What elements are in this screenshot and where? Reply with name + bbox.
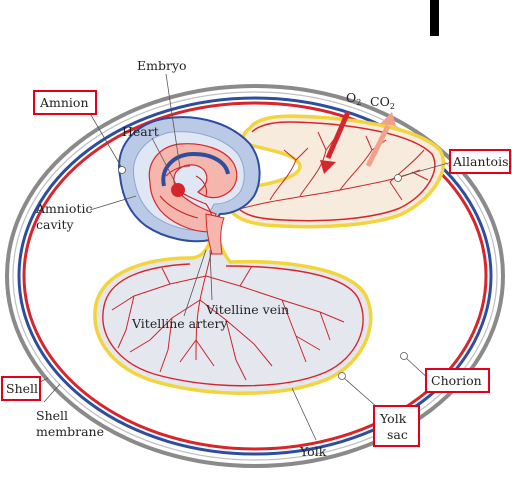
- co2-arrowhead: [380, 112, 396, 126]
- leader-embryo: [165, 73, 181, 169]
- label-vitelline-artery: Vitelline artery: [131, 316, 228, 331]
- label-shell-membrane-line2: membrane: [36, 424, 104, 439]
- highlight-box-allantois: [449, 149, 511, 174]
- leader-yolk-sac: [343, 377, 379, 409]
- leader-shell-membrane: [43, 383, 61, 403]
- label-o2: O2: [346, 90, 361, 107]
- embryo-body: [148, 143, 238, 233]
- leader-amnion: [87, 109, 123, 169]
- label-yolk-sac-line1: Yolk: [379, 411, 407, 426]
- leader-allantois: [401, 161, 453, 177]
- marker-chorion: [400, 352, 408, 360]
- shell-inner-line: [12, 91, 498, 461]
- highlight-box-amnion: [33, 90, 97, 115]
- co2-arrow: [365, 124, 391, 168]
- highlight-box-chorion: [425, 368, 490, 393]
- leader-vitelline-artery: [183, 249, 207, 317]
- marker-yolk-sac: [338, 372, 346, 380]
- corner-artifact: [430, 0, 439, 36]
- label-shell-membrane-line1: Shell: [36, 408, 68, 423]
- label-yolk: Yolk: [299, 444, 327, 459]
- leader-vitelline-vein: [209, 249, 213, 301]
- label-amniotic-cavity-line2: cavity: [36, 217, 75, 232]
- embryo-neural: [161, 151, 230, 187]
- label-heart: Heart: [122, 124, 159, 139]
- shell-membrane: [17, 96, 493, 456]
- allantois-inner-line: [237, 121, 436, 222]
- label-amniotic-cavity-line1: Amniotic: [35, 201, 92, 216]
- label-amnion: Amnion: [39, 95, 89, 110]
- label-yolk-sac-line2: sac: [387, 427, 408, 442]
- highlight-box-shell: [1, 376, 41, 401]
- yolk-sac-inner-line: [102, 263, 364, 387]
- label-allantois: Allantois: [452, 154, 509, 169]
- label-embryo: Embryo: [137, 58, 187, 73]
- marker-amnion: [118, 166, 126, 174]
- label-vitelline-vein: Vitelline vein: [205, 302, 289, 317]
- label-chorion: Chorion: [431, 373, 482, 388]
- o2-arrowhead: [320, 160, 336, 174]
- leader-amniotic-cavity: [89, 195, 137, 211]
- o2-arrow: [325, 111, 351, 159]
- leader-heart: [151, 137, 177, 185]
- label-co2: CO2: [370, 94, 395, 111]
- allantois-vessels: [235, 131, 429, 211]
- yolk-stalk: [205, 213, 225, 255]
- chorion-membrane: [22, 101, 488, 451]
- label-shell: Shell: [6, 381, 38, 396]
- marker-allantois: [394, 174, 402, 182]
- leader-yolk: [291, 387, 317, 441]
- highlight-box-yolk-sac: [373, 405, 420, 447]
